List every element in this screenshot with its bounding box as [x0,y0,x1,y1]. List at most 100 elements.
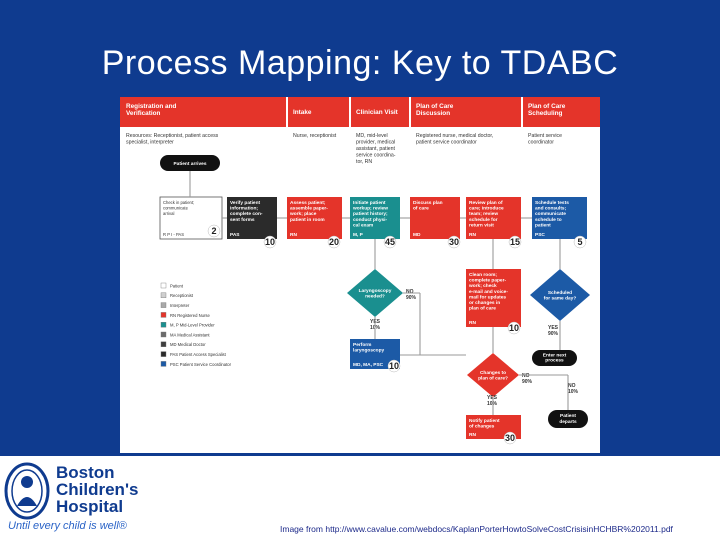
column-header [120,97,287,127]
slide-title: Process Mapping: Key to TDABC [101,44,619,82]
step-minutes: 2 [211,226,216,236]
step-minutes-badge [383,235,397,249]
header-divider [349,97,351,127]
process-step-staff: RN [469,320,476,326]
end-node [548,410,588,428]
legend-swatch [160,292,167,299]
legend-label: Interpreter [170,303,190,308]
legend-label: Receptionist [170,293,194,298]
step-minutes-badge [507,321,521,335]
start-node [160,155,220,171]
header-divider [286,97,288,127]
process-step-box [532,197,587,239]
legend-label: RN Registered Nurse [170,313,210,318]
process-step-staff: RN [469,232,476,238]
legend-label: Patient [170,283,184,288]
hospital-seal-icon [4,462,50,520]
step-minutes: 30 [449,237,459,247]
process-step-staff: MD, MA, PSC [353,362,384,368]
process-step-box [466,269,521,327]
process-step-staff: PSC [535,232,545,238]
process-step-box [410,197,460,239]
step-minutes-badge [508,235,522,249]
legend-label: M, P Mid-Level Provider [170,323,215,328]
step-minutes-badge [447,235,461,249]
process-step-box [532,350,577,366]
legend-label: MA Medical Assistant [170,332,210,337]
decision-diamond [467,353,519,397]
column-header [350,97,410,127]
hospital-name: Boston Children's Hospital [56,464,138,515]
column-resources: Registered nurse, medical doctor,patient… [416,133,493,146]
process-step-box [350,197,400,239]
process-step-staff: R P I - PAS [163,232,184,237]
legend-swatch [160,312,167,318]
hospital-logo: Boston Children's Hospital Until every c… [4,460,154,538]
process-step-label: Assess patient;assemble paper-work; plac… [289,200,328,223]
column-header [287,97,350,127]
process-step-staff: M, P [353,232,364,238]
legend-label: PSC Patient Service Coordinator [170,362,232,367]
legend-swatch [160,321,167,328]
legend-label: PAS Patient Access Specialist [170,352,227,357]
step-minutes-badge [207,224,221,238]
step-minutes-badge [503,431,517,445]
column-header [522,97,600,127]
legend-swatch [160,331,167,338]
process-step-box [227,197,277,239]
legend-swatch [160,361,167,367]
decision-diamond [530,269,590,321]
legend-label: MD Medical Doctor [170,342,206,347]
step-minutes-badge [327,235,341,249]
hospital-tagline: Until every child is well® [8,520,127,532]
step-minutes-badge [263,235,277,249]
column-header-label: Intake [293,109,312,116]
step-minutes: 15 [510,237,520,247]
process-step-box [287,197,342,239]
step-minutes: 45 [385,237,395,247]
hospital-name-line: Children's [56,480,139,499]
image-credit: Image from http://www.cavalue.com/webdoc… [280,524,673,534]
start-node-label: Patient arrives [173,161,206,167]
step-minutes: 5 [577,237,582,247]
step-minutes-badge [387,359,401,373]
header-divider [409,97,411,127]
process-step-staff: RN [290,232,297,238]
process-step-staff: MD [413,232,421,238]
legend-swatch [160,302,167,308]
step-minutes: 30 [505,433,515,443]
column-header [410,97,522,127]
step-minutes: 10 [509,323,519,333]
step-minutes-badge [573,235,587,249]
column-header-label: Clinician Visit [356,109,399,116]
step-minutes: 10 [389,361,399,371]
legend-swatch [160,282,167,289]
hospital-name-line: Boston [56,463,115,482]
step-minutes: 20 [329,237,339,247]
